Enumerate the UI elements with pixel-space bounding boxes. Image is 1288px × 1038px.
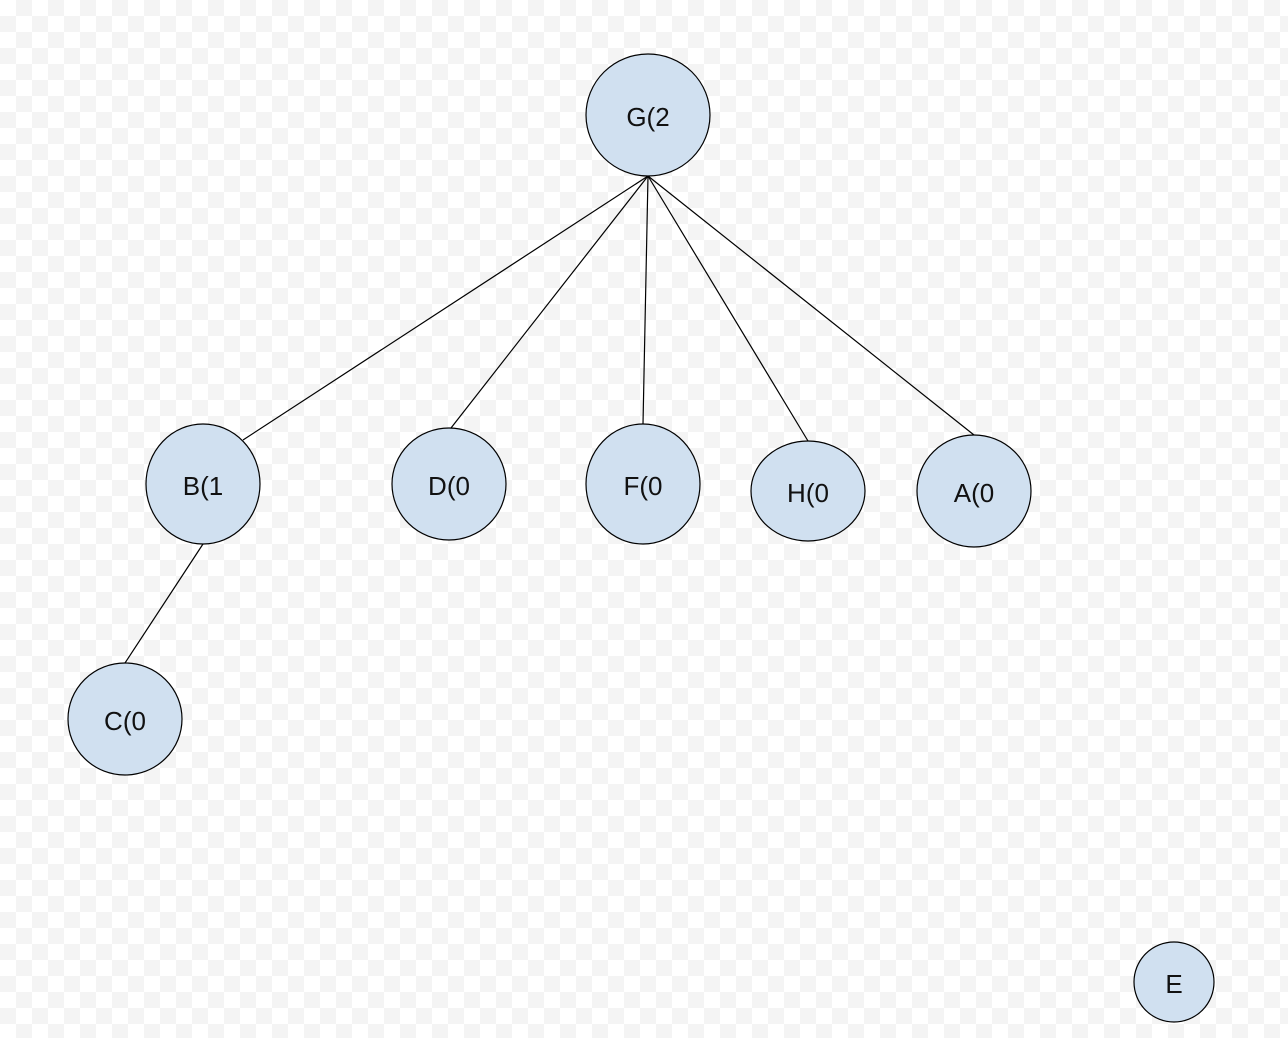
edge-g-a [647,175,975,436]
node-label: H(0 [787,478,829,508]
node-c: C(0 [67,662,183,776]
node-b: B(1 [145,423,261,545]
node-label: D(0 [428,471,470,501]
node-label: C(0 [104,706,146,736]
edge-g-b [242,175,649,441]
node-circle [391,427,507,541]
node-circle [750,440,866,542]
node-d: D(0 [391,427,507,541]
node-label: B(1 [183,471,223,501]
node-circle [1133,941,1215,1023]
node-circle [67,662,183,776]
node-circle [916,434,1032,548]
edge-g-f [642,175,649,425]
node-a: A(0 [916,434,1032,548]
node-circle [585,53,711,177]
node-h: H(0 [750,440,866,542]
node-g: G(2 [585,53,711,177]
node-label: F(0 [624,471,663,501]
edges-layer [124,175,975,664]
edge-g-d [450,175,649,429]
edge-g-h [647,175,809,442]
nodes-layer: G(2B(1 D(0 F(0 H(0 A(0C(0E [67,53,1215,1023]
node-label: E [1165,969,1182,999]
node-circle [585,423,701,545]
node-e: E [1133,941,1215,1023]
edge-b-c [124,543,204,664]
node-label: G(2 [626,102,669,132]
node-circle [145,423,261,545]
node-label: A(0 [954,478,994,508]
node-f: F(0 [585,423,701,545]
